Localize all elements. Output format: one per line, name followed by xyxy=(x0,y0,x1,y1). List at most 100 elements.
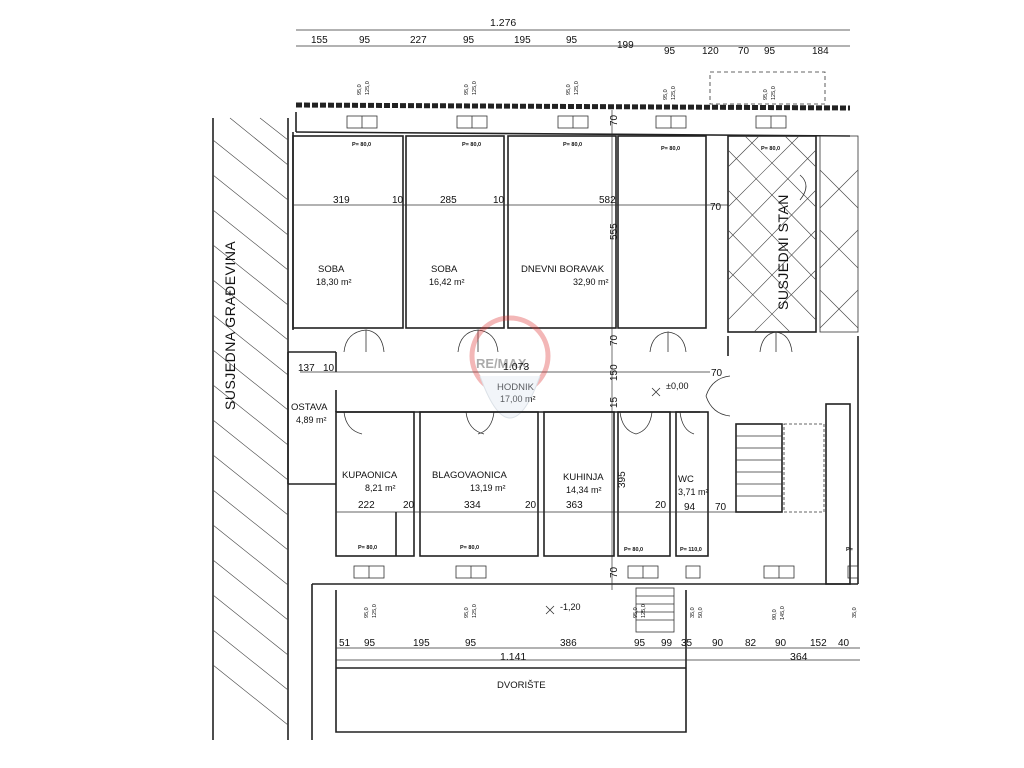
svg-text:150: 150 xyxy=(609,364,620,381)
level-outside: -1,20 xyxy=(560,602,581,612)
svg-text:P= 80,0: P= 80,0 xyxy=(563,142,582,148)
svg-text:20: 20 xyxy=(403,500,415,511)
room-area-soba-1: 18,30 m² xyxy=(316,277,352,287)
svg-text:95: 95 xyxy=(364,638,376,649)
top-dim-12: 184 xyxy=(812,46,829,57)
svg-text:20: 20 xyxy=(525,500,537,511)
vertical-dimensions: 70 555 70 150 15 395 70 xyxy=(609,114,628,578)
svg-text:90: 90 xyxy=(712,638,724,649)
svg-text:P= 80,0: P= 80,0 xyxy=(624,547,643,553)
svg-text:125,0: 125,0 xyxy=(671,86,677,100)
svg-text:125,0: 125,0 xyxy=(472,604,478,618)
staircase xyxy=(727,336,859,585)
svg-text:555: 555 xyxy=(609,223,620,240)
svg-text:137: 137 xyxy=(298,363,315,374)
level-inside: ±0,00 xyxy=(666,381,688,391)
top-dim-9: 120 xyxy=(702,46,719,57)
svg-text:P= 80,0: P= 80,0 xyxy=(358,545,377,551)
svg-text:395: 395 xyxy=(617,471,628,488)
svg-text:95,0: 95,0 xyxy=(763,89,769,100)
svg-text:145,0: 145,0 xyxy=(780,606,786,620)
svg-text:1.073: 1.073 xyxy=(503,361,529,373)
top-dim-5: 195 xyxy=(514,35,531,46)
svg-text:35: 35 xyxy=(681,638,693,649)
svg-text:95,0: 95,0 xyxy=(663,89,669,100)
top-dim-6: 95 xyxy=(566,35,578,46)
svg-text:35,0: 35,0 xyxy=(690,607,696,618)
top-dim-10: 70 xyxy=(738,46,750,57)
top-dim-8: 95 xyxy=(664,46,676,57)
svg-text:95,0: 95,0 xyxy=(464,607,470,618)
top-dim-1: 155 xyxy=(311,35,328,46)
svg-text:94: 94 xyxy=(684,502,696,513)
svg-text:P= 80,0: P= 80,0 xyxy=(460,545,479,551)
svg-text:125,0: 125,0 xyxy=(641,604,647,618)
svg-text:70: 70 xyxy=(609,566,620,578)
svg-text:285: 285 xyxy=(440,195,457,206)
svg-text:P= 80,0: P= 80,0 xyxy=(661,146,680,152)
top-total-dimension: 1.276 xyxy=(490,17,516,29)
svg-text:P= 80,0: P= 80,0 xyxy=(352,142,371,148)
svg-text:90,0: 90,0 xyxy=(772,609,778,620)
svg-text:95,0: 95,0 xyxy=(357,84,363,95)
svg-text:1.141: 1.141 xyxy=(500,651,526,663)
svg-text:95: 95 xyxy=(634,638,646,649)
svg-text:10: 10 xyxy=(323,363,335,374)
room-area-wc: 3,71 m² xyxy=(678,487,709,497)
neighbor-flat xyxy=(727,135,859,333)
svg-text:125,0: 125,0 xyxy=(472,81,478,95)
svg-text:P= 80,0: P= 80,0 xyxy=(462,142,481,148)
svg-text:70: 70 xyxy=(609,114,620,126)
svg-text:152: 152 xyxy=(810,638,827,649)
svg-text:40: 40 xyxy=(838,638,850,649)
svg-text:125,0: 125,0 xyxy=(574,81,580,95)
top-windows: P= 80,0 P= 80,0 P= 80,0 P= 80,0 P= 80,0 xyxy=(346,115,787,152)
neighbor-flat-label: SUSJEDNI STAN xyxy=(775,194,791,310)
svg-text:334: 334 xyxy=(464,500,481,511)
room-name-ostava: OSTAVA xyxy=(291,402,328,413)
room-name-dnevni-boravak: DNEVNI BORAVAK xyxy=(521,264,605,275)
top-dim-2: 95 xyxy=(359,35,371,46)
top-dimension-chain: 1.276 155 95 227 95 195 95 199 95 120 70… xyxy=(296,17,850,57)
svg-text:195: 195 xyxy=(413,638,430,649)
room-area-hodnik: 17,00 m² xyxy=(500,394,536,404)
svg-text:82: 82 xyxy=(745,638,757,649)
room-name-kupaonica: KUPAONICA xyxy=(342,470,398,481)
room-name-blagovaonica: BLAGOVAONICA xyxy=(432,470,507,481)
svg-text:363: 363 xyxy=(566,500,583,511)
svg-text:386: 386 xyxy=(560,638,577,649)
neighbor-building-label: SUSJEDNA GRAĐEVINA xyxy=(222,241,238,410)
room-name-soba-2: SOBA xyxy=(431,264,458,275)
neighbor-building-hatch xyxy=(212,117,289,740)
entrance-steps: -1,20 xyxy=(545,587,675,633)
svg-text:90: 90 xyxy=(775,638,787,649)
svg-text:70: 70 xyxy=(711,368,723,379)
svg-text:95,0: 95,0 xyxy=(566,84,572,95)
svg-text:319: 319 xyxy=(333,195,350,206)
room-name-kuhinja: KUHINJA xyxy=(563,472,604,483)
room-area-kuhinja: 14,34 m² xyxy=(566,485,602,495)
hallway: 137 10 1.073 70 HODNIK 17,00 m² ±0,00 xyxy=(288,329,793,485)
svg-text:95,0: 95,0 xyxy=(364,607,370,618)
top-dim-11: 95 xyxy=(764,46,776,57)
svg-text:99: 99 xyxy=(661,638,673,649)
svg-text:35,0: 35,0 xyxy=(852,607,858,618)
svg-text:70: 70 xyxy=(609,334,620,346)
svg-text:222: 222 xyxy=(358,500,375,511)
svg-text:364: 364 xyxy=(790,651,808,663)
svg-text:50,0: 50,0 xyxy=(698,607,704,618)
upper-row-dimensions: 319 10 285 10 582 70 xyxy=(333,195,722,213)
top-window-tags: 95,0 125,0 95,0 125,0 95,0 125,0 95,0 12… xyxy=(357,71,826,105)
yard-label: DVORIŠTE xyxy=(497,680,546,691)
svg-text:P= 110,0: P= 110,0 xyxy=(680,547,702,553)
upper-room-labels: SOBA 18,30 m² SOBA 16,42 m² DNEVNI BORAV… xyxy=(316,264,609,287)
top-dim-7: 199 xyxy=(617,40,634,51)
watermark-text: RE/MAX xyxy=(476,356,527,371)
room-name-wc: WC xyxy=(678,474,694,485)
svg-text:125,0: 125,0 xyxy=(365,81,371,95)
room-area-dnevni-boravak: 32,90 m² xyxy=(573,277,609,287)
svg-text:70: 70 xyxy=(715,502,727,513)
room-name-hodnik: HODNIK xyxy=(497,382,535,393)
svg-text:10: 10 xyxy=(493,195,505,206)
